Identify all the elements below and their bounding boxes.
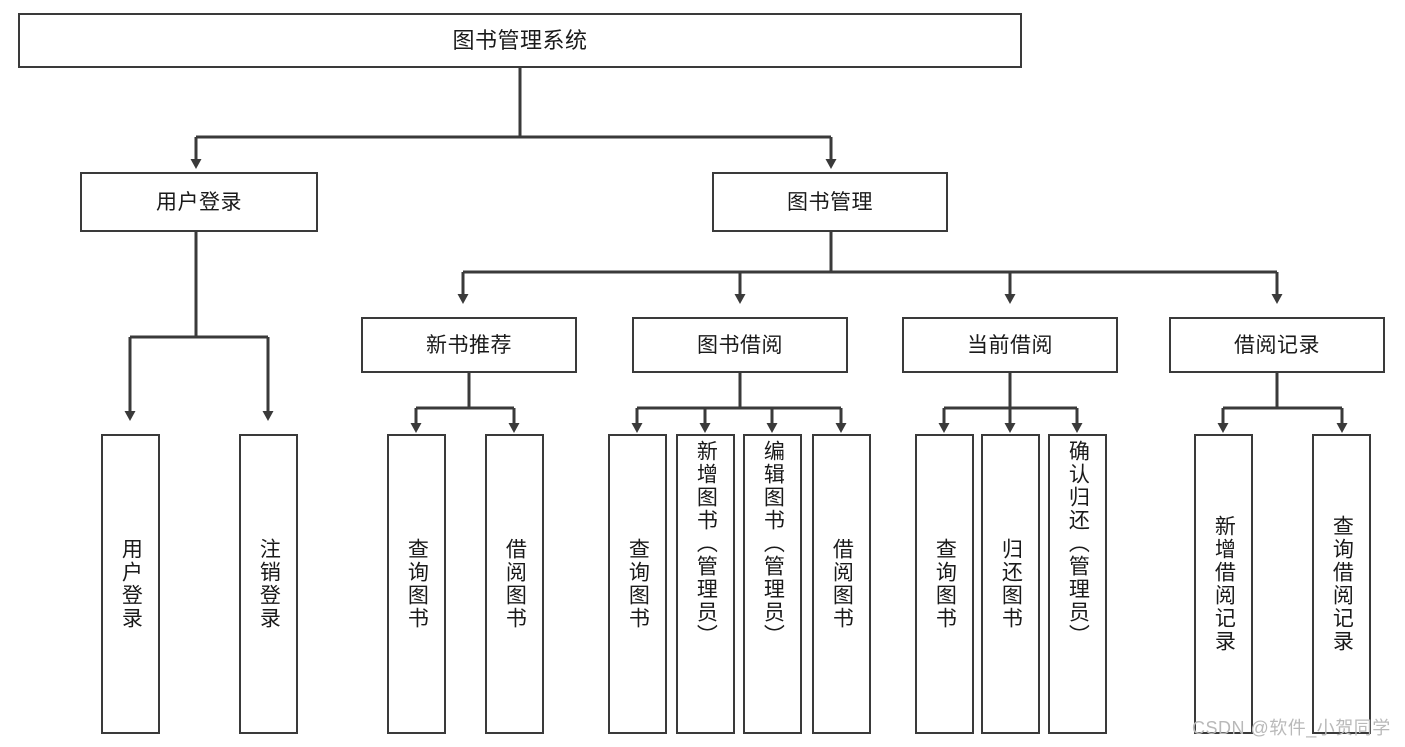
node-label: 新书推荐 xyxy=(426,333,512,357)
node-book-borrow[interactable]: 图书借阅 xyxy=(632,317,848,373)
leaf-label: 借阅图书 xyxy=(830,538,854,630)
leaf-label: 编辑图书（管理员） xyxy=(761,440,785,647)
node-label: 图书管理系统 xyxy=(452,27,588,53)
leaf-return-book[interactable]: 归还图书 xyxy=(981,434,1040,734)
leaf-label: 查询图书 xyxy=(405,538,429,630)
leaf-label: 注销登录 xyxy=(257,538,281,630)
node-label: 图书管理 xyxy=(787,190,873,214)
leaf-query-borrow-record[interactable]: 查询借阅记录 xyxy=(1312,434,1371,734)
node-new-book-recommend[interactable]: 新书推荐 xyxy=(361,317,577,373)
leaf-confirm-return-admin[interactable]: 确认归还（管理员） xyxy=(1048,434,1107,734)
leaf-query-book-recommend[interactable]: 查询图书 xyxy=(387,434,446,734)
leaf-label: 新增图书（管理员） xyxy=(694,440,718,647)
node-label: 当前借阅 xyxy=(967,333,1053,357)
leaf-user-login[interactable]: 用户登录 xyxy=(101,434,160,734)
leaf-query-book-borrow[interactable]: 查询图书 xyxy=(608,434,667,734)
leaf-logout-login[interactable]: 注销登录 xyxy=(239,434,298,734)
node-root-book-management-system[interactable]: 图书管理系统 xyxy=(18,13,1022,68)
leaf-borrow-book-recommend[interactable]: 借阅图书 xyxy=(485,434,544,734)
leaf-query-book-current[interactable]: 查询图书 xyxy=(915,434,974,734)
leaf-label: 借阅图书 xyxy=(503,538,527,630)
leaf-label: 查询图书 xyxy=(626,538,650,630)
node-book-management[interactable]: 图书管理 xyxy=(712,172,948,232)
node-label: 借阅记录 xyxy=(1234,333,1320,357)
node-user-login[interactable]: 用户登录 xyxy=(80,172,318,232)
leaf-label: 查询借阅记录 xyxy=(1330,515,1354,653)
leaf-edit-book-admin[interactable]: 编辑图书（管理员） xyxy=(743,434,802,734)
leaf-label: 确认归还（管理员） xyxy=(1066,440,1090,647)
node-label: 用户登录 xyxy=(156,190,242,214)
node-label: 图书借阅 xyxy=(697,333,783,357)
node-current-borrow[interactable]: 当前借阅 xyxy=(902,317,1118,373)
node-borrow-record[interactable]: 借阅记录 xyxy=(1169,317,1385,373)
csdn-watermark: CSDN @软件_小贺同学 xyxy=(1192,718,1391,738)
leaf-label: 归还图书 xyxy=(999,538,1023,630)
leaf-label: 用户登录 xyxy=(119,538,143,630)
leaf-add-borrow-record[interactable]: 新增借阅记录 xyxy=(1194,434,1253,734)
leaf-label: 查询图书 xyxy=(933,538,957,630)
leaf-add-book-admin[interactable]: 新增图书（管理员） xyxy=(676,434,735,734)
leaf-label: 新增借阅记录 xyxy=(1212,515,1236,653)
leaf-borrow-book[interactable]: 借阅图书 xyxy=(812,434,871,734)
